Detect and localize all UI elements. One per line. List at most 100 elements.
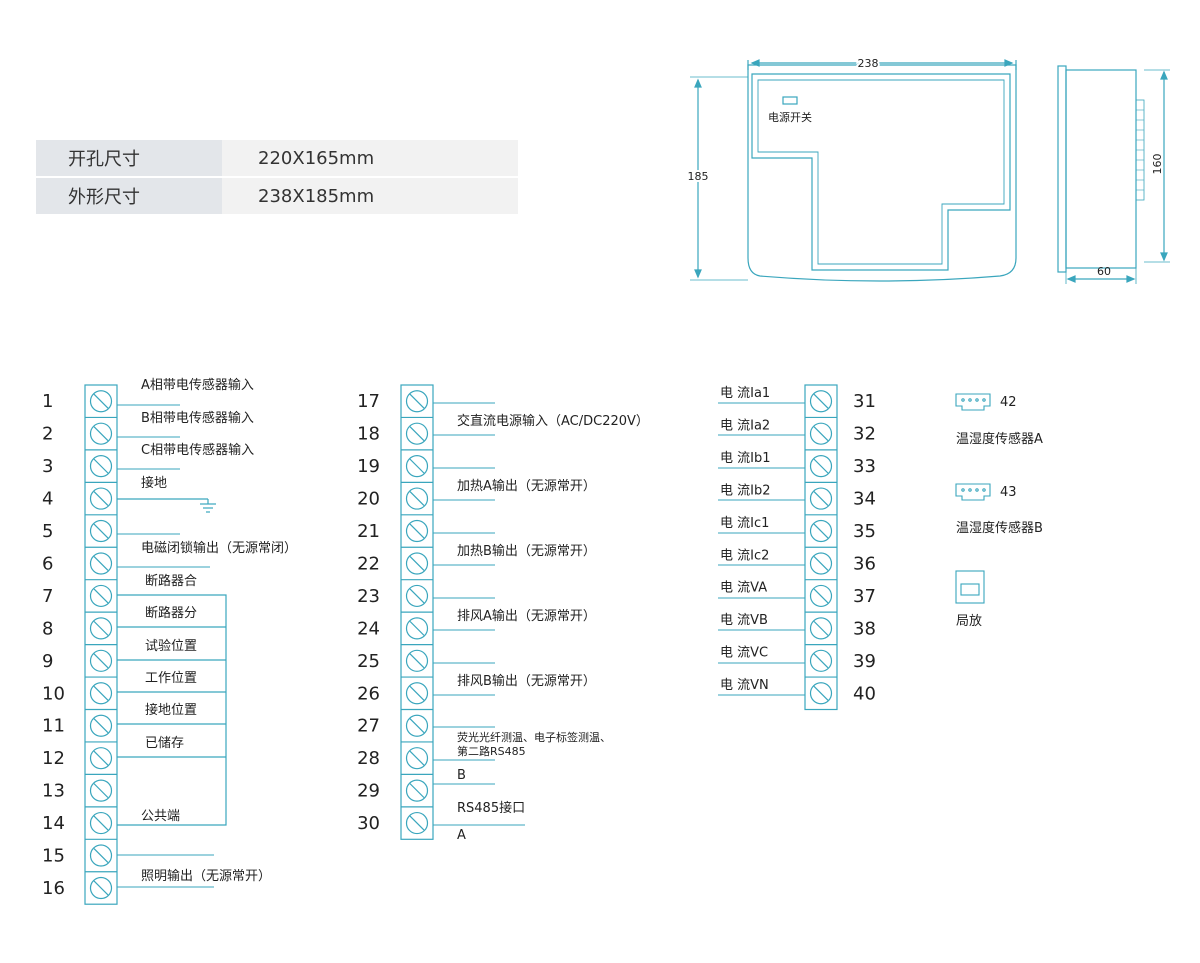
label-common: 公共端 <box>141 809 180 824</box>
dim-depth: 60 <box>1097 265 1111 278</box>
label-test-position: 试验位置 <box>145 638 197 654</box>
label-magnetic-lock-output: 电磁闭锁输出（无源常闭） <box>141 540 297 556</box>
terminal-screw-icon <box>89 422 113 445</box>
terminal-screw-icon <box>89 779 113 802</box>
terminal-number: 26 <box>357 683 380 704</box>
terminal-number: 36 <box>853 553 876 574</box>
terminal-number: 6 <box>42 553 53 574</box>
terminal-screw-icon <box>405 811 429 835</box>
dim-width: 238 <box>858 57 879 70</box>
terminal-number: 17 <box>357 391 380 412</box>
label-fan-b-output: 排风B输出（无源常开） <box>457 673 596 689</box>
terminal-number: 32 <box>853 424 876 445</box>
terminal-screw-icon <box>405 779 429 802</box>
label-heating-b-output: 加热B输出（无源常开） <box>457 543 596 559</box>
sensor-a-number: 42 <box>1000 395 1017 410</box>
label-power-input: 交直流电源输入（AC/DC220V） <box>457 413 649 429</box>
label-fiber-temp: 荧光光纤测温、电子标签测温、 <box>457 730 611 744</box>
spec-label: 开孔尺寸 <box>36 140 222 176</box>
terminal-number: 9 <box>42 651 53 672</box>
current-label: 电 流Ic2 <box>720 548 769 563</box>
spec-value: 238X185mm <box>258 185 375 207</box>
sensor-b-label: 温湿度传感器B <box>956 520 1043 536</box>
front-view <box>690 59 1017 282</box>
terminal-number: 31 <box>853 391 876 412</box>
terminal-number: 38 <box>853 618 876 639</box>
label-a: A <box>457 828 466 843</box>
current-label: 电 流Ia2 <box>720 418 770 433</box>
terminal-screw-icon <box>89 390 113 413</box>
partial-discharge-connector-icon <box>955 570 985 604</box>
terminal-screw-icon <box>89 584 113 608</box>
terminal-screw-icon <box>809 519 833 543</box>
terminal-number: 19 <box>357 456 380 477</box>
terminal-number: 8 <box>42 618 53 639</box>
current-label: 电 流VC <box>720 646 768 661</box>
terminal-screw-icon <box>405 682 429 705</box>
terminal-number: 4 <box>42 489 53 510</box>
terminal-screw-icon <box>89 552 113 575</box>
terminal-screw-icon <box>405 649 429 672</box>
terminal-number: 16 <box>42 878 65 899</box>
terminal-number: 15 <box>42 846 65 867</box>
terminal-screw-icon <box>405 584 429 608</box>
terminal-number: 20 <box>357 489 380 510</box>
terminal-number: 7 <box>42 586 53 607</box>
terminal-number: 30 <box>357 813 380 834</box>
terminal-screw-icon <box>809 649 833 672</box>
terminal-screw-icon <box>405 747 429 770</box>
label-b: B <box>457 768 466 783</box>
terminal-screw-icon <box>405 422 429 445</box>
terminal-screw-icon <box>405 714 429 737</box>
power-switch-label: 电源开关 <box>768 110 812 124</box>
terminal-number: 24 <box>357 618 380 639</box>
label-ground: 接地 <box>141 475 167 491</box>
sensor-b-number: 43 <box>1000 485 1017 500</box>
terminal-screw-icon <box>89 714 113 737</box>
terminal-screw-icon <box>809 552 833 575</box>
current-label: 电 流Ia1 <box>720 386 770 401</box>
terminal-number: 3 <box>42 456 53 477</box>
current-label: 电 流VN <box>720 678 769 693</box>
current-label: 电 流Ib1 <box>720 451 771 466</box>
terminal-screw-icon <box>405 455 429 478</box>
terminal-screw-icon <box>89 844 113 867</box>
spec-row-outline: 外形尺寸 238X185mm <box>36 178 518 214</box>
terminal-screw-icon <box>89 487 113 510</box>
label-rs485-port: RS485接口 <box>457 800 525 816</box>
dim-height: 185 <box>688 170 709 183</box>
terminal-screw-icon <box>405 552 429 575</box>
label-b-phase-sensor-input: B相带电传感器输入 <box>141 410 254 426</box>
terminal-number: 28 <box>357 748 380 769</box>
label-heating-a-output: 加热A输出（无源常开） <box>457 478 596 494</box>
side-view <box>1057 65 1170 284</box>
common-bus <box>117 594 227 826</box>
terminal-screw-icon <box>89 649 113 672</box>
terminal-screw-icon <box>89 519 113 543</box>
terminal-screw-icon <box>809 617 833 640</box>
terminal-screw-icon <box>89 747 113 770</box>
terminal-screw-icon <box>405 617 429 640</box>
terminal-screw-icon <box>809 455 833 478</box>
spec-value: 220X165mm <box>258 147 375 169</box>
terminal-number: 34 <box>853 489 876 510</box>
terminal-screw-icon <box>809 584 833 608</box>
spec-label: 外形尺寸 <box>36 178 222 214</box>
terminal-number: 14 <box>42 813 65 834</box>
label-ground-position: 接地位置 <box>145 702 197 718</box>
terminal-screw-icon <box>89 617 113 640</box>
terminal-number: 33 <box>853 456 876 477</box>
terminal-screw-icon <box>405 487 429 510</box>
terminal-number: 13 <box>42 781 65 802</box>
terminal-screw-icon <box>405 390 429 413</box>
terminal-screw-icon <box>809 422 833 445</box>
terminal-screw-icon <box>809 390 833 413</box>
sensor-a-label: 温湿度传感器A <box>956 431 1043 447</box>
terminal-number: 23 <box>357 586 380 607</box>
label-breaker-open: 断路器分 <box>145 605 197 621</box>
current-label: 电 流Ic1 <box>720 516 769 531</box>
terminal-screw-icon <box>89 811 113 835</box>
